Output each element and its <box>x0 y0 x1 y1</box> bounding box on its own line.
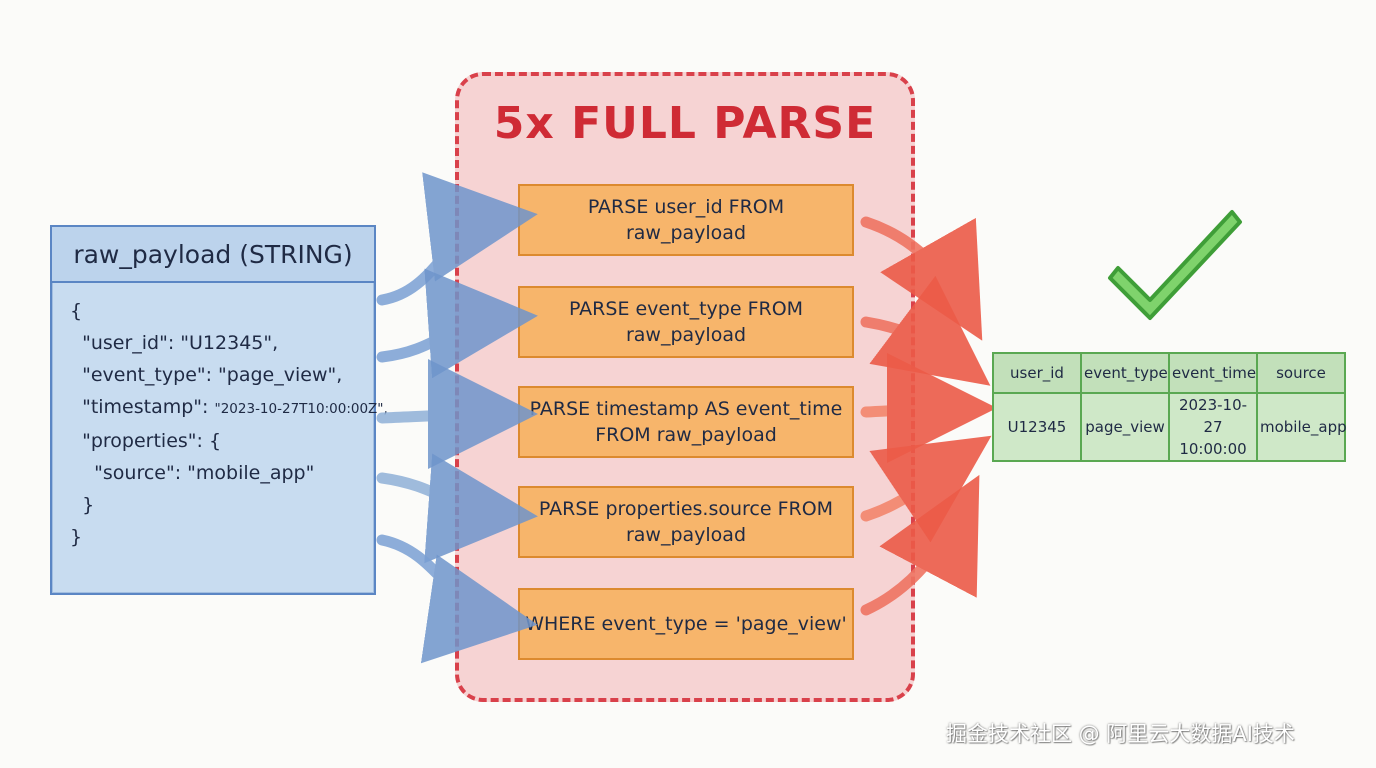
json-timestamp-key: "timestamp": <box>70 396 215 418</box>
parse-step-line: PARSE event_type FROM <box>568 298 804 320</box>
output-arrow-source <box>860 435 992 543</box>
column-header-event-time: event_time <box>1168 352 1258 394</box>
parse-step-event-type: PARSE event_type FROM raw_payload <box>518 286 854 358</box>
parse-step-line: FROM raw_payload <box>595 424 777 446</box>
output-arrow-user-id <box>860 216 983 341</box>
json-timestamp-value: "2023-10-27T10:00:00Z", <box>214 401 388 417</box>
json-line: "user_id": "U12345", <box>70 332 279 354</box>
raw-payload-title: raw_payload (STRING) <box>73 239 353 269</box>
raw-payload-header: raw_payload (STRING) <box>52 227 374 283</box>
json-line: "properties": { <box>70 430 222 452</box>
json-line: } <box>70 526 83 548</box>
parse-step-line: raw_payload <box>625 324 747 346</box>
full-parse-title: 5x FULL PARSE <box>493 98 877 149</box>
parse-step-line: PARSE timestamp AS event_time <box>529 398 843 420</box>
json-timestamp-line: "timestamp": "2023-10-27T10:00:00Z", <box>70 391 388 425</box>
json-line: { <box>70 300 83 322</box>
raw-payload-json: { "user_id": "U12345", "event_type": "pa… <box>52 283 388 553</box>
input-arrow-source <box>376 453 538 564</box>
table-row: U12345 page_view 2023-10-27 10:00:00 mob… <box>992 392 1347 462</box>
cell-event-type: page_view <box>1080 392 1170 462</box>
json-line: "event_type": "page_view", <box>70 364 343 386</box>
column-header-source: source <box>1256 352 1346 394</box>
parse-step-line: raw_payload <box>625 524 747 546</box>
output-arrow-event-type <box>860 275 991 386</box>
output-arrow-where <box>860 474 980 616</box>
cell-source: mobile_app <box>1256 392 1347 462</box>
column-header-event-type: event_type <box>1080 352 1170 394</box>
raw-payload-panel: raw_payload (STRING) { "user_id": "U1234… <box>50 225 388 595</box>
parse-step-line: raw_payload <box>625 222 747 244</box>
parse-step-user-id: PARSE user_id FROM raw_payload <box>518 184 854 256</box>
input-arrow-timestamp <box>376 359 538 470</box>
watermark: 掘金技术社区 @ 阿里云大数据AI技术 <box>946 722 1295 746</box>
parse-step-line: WHERE event_type = 'page_view' <box>525 613 847 635</box>
column-header-user-id: user_id <box>992 352 1082 394</box>
output-arrow-timestamp <box>860 353 997 464</box>
parse-step-line: PARSE user_id FROM <box>587 196 785 218</box>
parse-step-line: PARSE properties.source FROM <box>538 498 834 520</box>
check-icon <box>1108 210 1242 320</box>
json-line: "source": "mobile_app" <box>70 462 315 484</box>
json-line: } <box>70 494 95 516</box>
table-header-row: user_id event_type event_time source <box>992 352 1346 394</box>
cell-event-time: 2023-10-27 10:00:00 <box>1168 392 1258 462</box>
input-arrow-event-type <box>376 268 538 379</box>
result-table: user_id event_type event_time source U12… <box>992 352 1347 462</box>
parse-step-source: PARSE properties.source FROM raw_payload <box>518 486 854 558</box>
input-arrow-where <box>376 534 538 664</box>
cell-user-id: U12345 <box>992 392 1082 462</box>
input-arrow-user-id <box>376 172 538 306</box>
